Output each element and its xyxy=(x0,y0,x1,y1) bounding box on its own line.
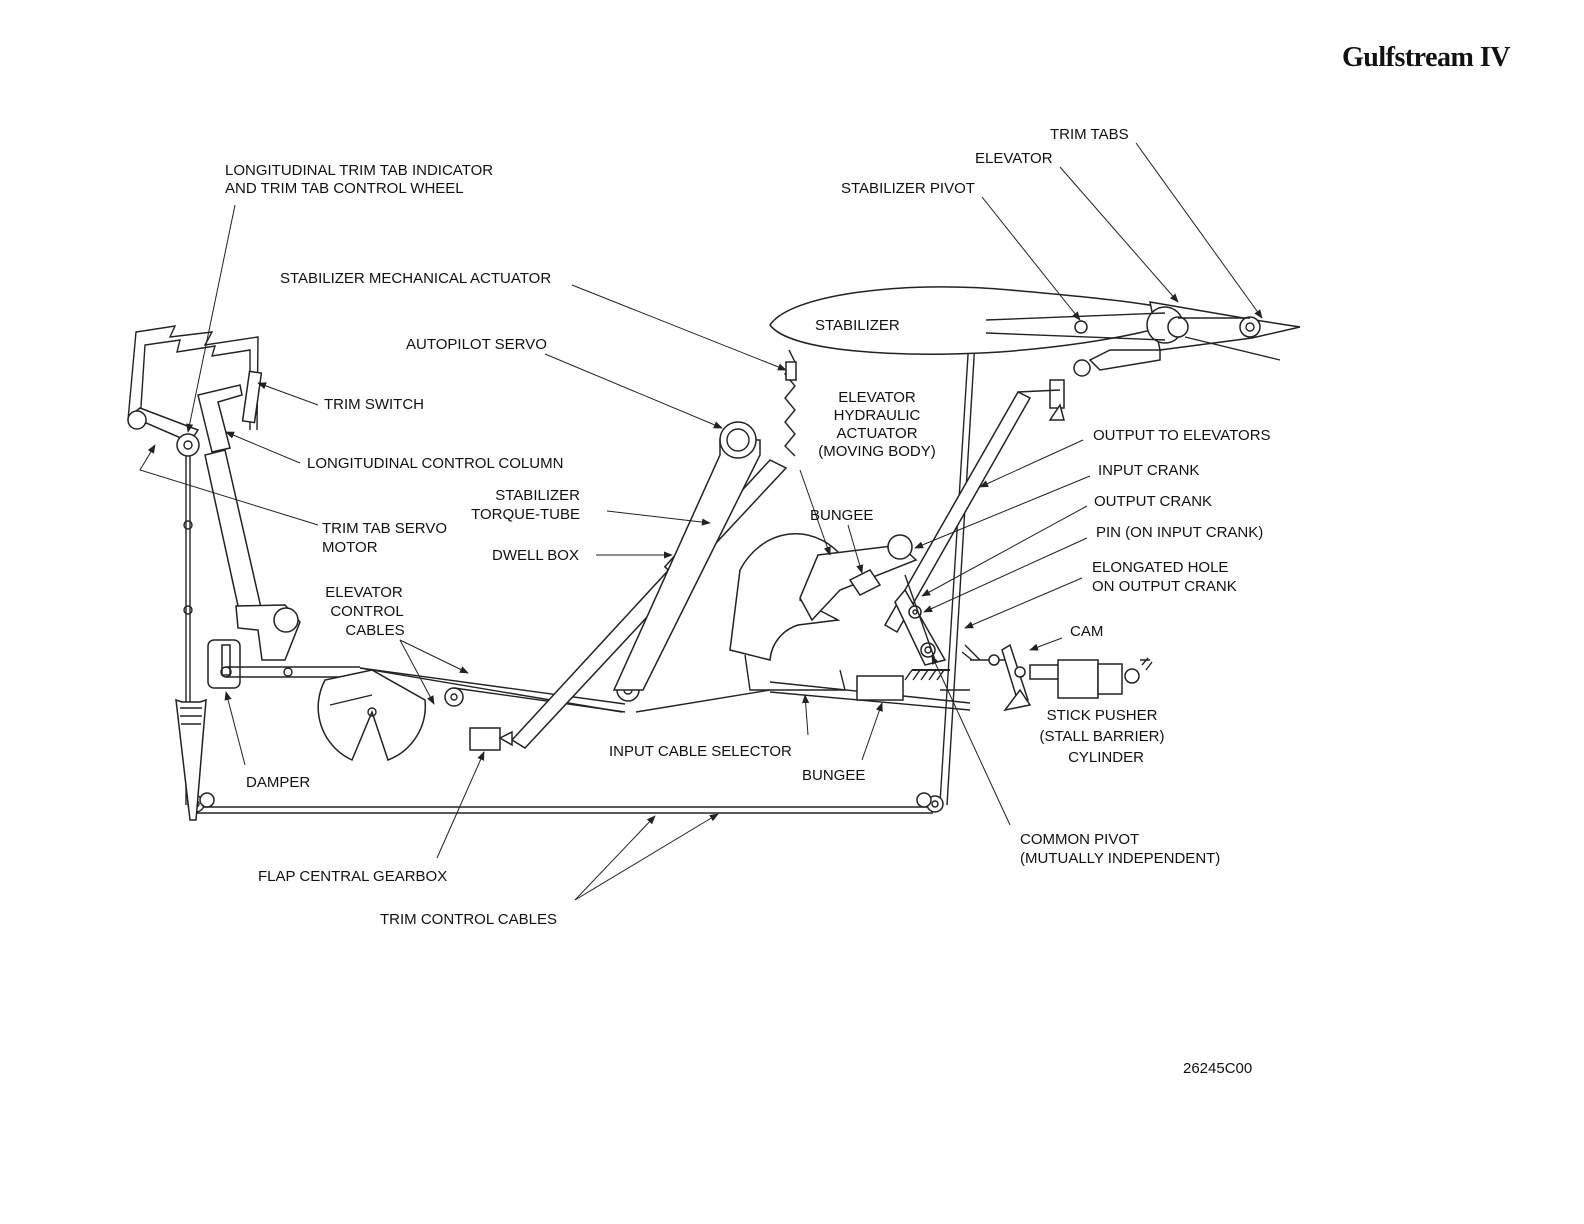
label-elev-hyd-4: (MOVING BODY) xyxy=(818,443,936,460)
label-stick-pusher-1: STICK PUSHER xyxy=(1047,707,1158,724)
label-stabilizer-pivot: STABILIZER PIVOT xyxy=(841,180,975,197)
label-common-pivot-1: COMMON PIVOT xyxy=(1020,831,1139,848)
label-stabilizer: STABILIZER xyxy=(815,317,900,334)
label-stick-pusher-2: (STALL BARRIER) xyxy=(1039,728,1164,745)
label-damper: DAMPER xyxy=(246,774,310,791)
label-elevator: ELEVATOR xyxy=(975,150,1053,167)
label-input-cable-selector: INPUT CABLE SELECTOR xyxy=(609,743,792,760)
bungee-link-lower xyxy=(769,675,971,711)
callout-labels: TRIM TABS ELEVATOR STABILIZER PIVOT LONG… xyxy=(225,126,1271,928)
leader-lines xyxy=(139,142,1263,901)
mechanism-drawing xyxy=(127,286,1301,821)
label-cam: CAM xyxy=(1070,623,1103,640)
label-trim-control-cables: TRIM CONTROL CABLES xyxy=(380,911,557,928)
elevator-input-sector xyxy=(317,669,464,762)
label-dwell-box: DWELL BOX xyxy=(492,547,579,564)
label-autopilot-servo: AUTOPILOT SERVO xyxy=(406,336,547,353)
figure-id: 26245C00 xyxy=(1183,1060,1252,1077)
label-elev-cables-3: CABLES xyxy=(345,622,404,639)
label-elev-hyd-3: ACTUATOR xyxy=(836,425,917,442)
label-elev-hyd-2: HYDRAULIC xyxy=(834,407,921,424)
label-bungee-lower: BUNGEE xyxy=(802,767,865,784)
control-column-assembly xyxy=(127,325,301,821)
label-long-control-column: LONGITUDINAL CONTROL COLUMN xyxy=(307,455,563,472)
label-trim-tabs: TRIM TABS xyxy=(1050,126,1129,143)
elevator-and-trim-tab xyxy=(985,301,1301,421)
label-input-crank: INPUT CRANK xyxy=(1098,462,1199,479)
label-stick-pusher-3: CYLINDER xyxy=(1068,749,1144,766)
label-elev-cables-2: CONTROL xyxy=(330,603,403,620)
label-elongated-hole-1: ELONGATED HOLE xyxy=(1092,559,1228,576)
label-stab-torque-tube-2: TORQUE-TUBE xyxy=(471,506,580,523)
label-flap-gearbox: FLAP CENTRAL GEARBOX xyxy=(258,868,447,885)
hydraulic-actuator-cranks xyxy=(729,533,950,691)
label-pin-on-input-crank: PIN (ON INPUT CRANK) xyxy=(1096,524,1263,541)
label-elongated-hole-2: ON OUTPUT CRANK xyxy=(1092,578,1237,595)
label-output-to-elevators: OUTPUT TO ELEVATORS xyxy=(1093,427,1271,444)
label-bungee-upper: BUNGEE xyxy=(810,507,873,524)
autopilot-servo-arm xyxy=(612,421,761,691)
label-trim-switch: TRIM SWITCH xyxy=(324,396,424,413)
label-stab-torque-tube-1: STABILIZER xyxy=(495,487,580,504)
label-stabilizer-mechanical-actuator: STABILIZER MECHANICAL ACTUATOR xyxy=(280,270,551,287)
label-trim-tab-servo-2: MOTOR xyxy=(322,539,378,556)
brand-logo: Gulfstream IV xyxy=(1342,42,1510,73)
label-long-trim-indicator-2: AND TRIM TAB CONTROL WHEEL xyxy=(225,180,464,197)
output-push-rod xyxy=(883,389,1061,634)
stick-pusher-cylinder xyxy=(961,643,1153,712)
stabilizer-mechanical-actuator xyxy=(784,349,797,457)
label-trim-tab-servo-1: TRIM TAB SERVO xyxy=(322,520,447,537)
label-common-pivot-2: (MUTUALLY INDEPENDENT) xyxy=(1020,850,1220,867)
label-elev-cables-1: ELEVATOR xyxy=(325,584,403,601)
label-elev-hyd-1: ELEVATOR xyxy=(838,389,916,406)
label-output-crank: OUTPUT CRANK xyxy=(1094,493,1212,510)
label-long-trim-indicator-1: LONGITUDINAL TRIM TAB INDICATOR xyxy=(225,162,493,179)
